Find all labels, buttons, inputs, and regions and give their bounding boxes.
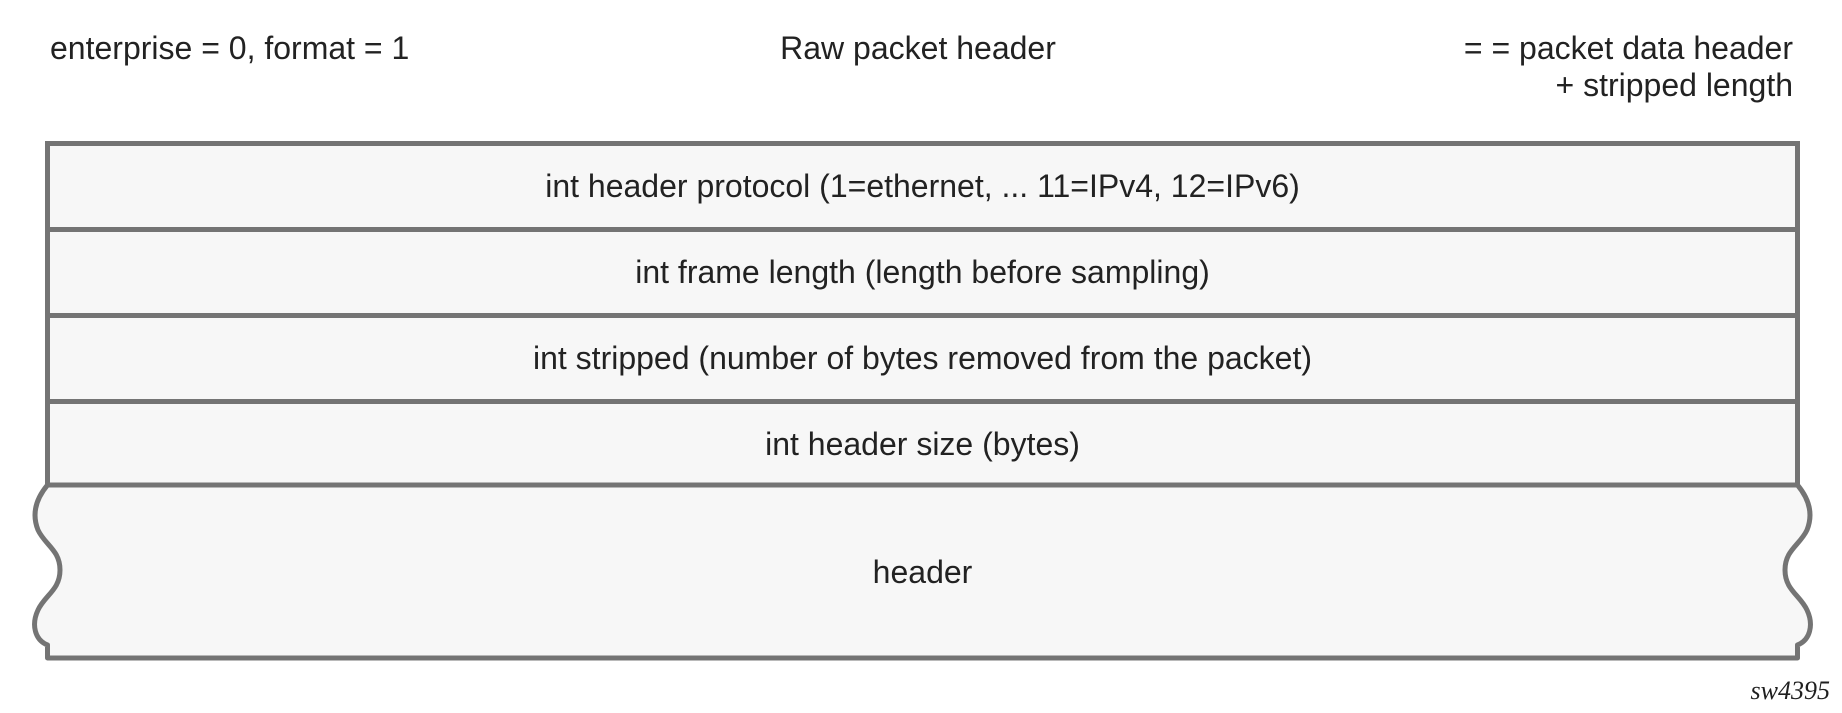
enterprise-format-label: enterprise = 0, format = 1 bbox=[50, 30, 410, 66]
field-label: int header protocol (1=ethernet, ... 11=… bbox=[545, 168, 1300, 204]
field-label: int header size (bytes) bbox=[765, 426, 1080, 462]
equivalence-note-line2: + stripped length bbox=[1555, 67, 1794, 103]
equivalence-note: = = packet data header + stripped length bbox=[1464, 30, 1793, 104]
field-row-frame-length: int frame length (length before sampling… bbox=[50, 227, 1795, 313]
field-row-header-size: int header size (bytes) bbox=[50, 399, 1795, 485]
equivalence-note-line1: = = packet data header bbox=[1463, 30, 1793, 66]
packet-structure-box: int header protocol (1=ethernet, ... 11=… bbox=[45, 141, 1800, 485]
diagram-title: Raw packet header bbox=[780, 30, 1056, 66]
field-row-stripped: int stripped (number of bytes removed fr… bbox=[50, 313, 1795, 399]
field-row-header-protocol: int header protocol (1=ethernet, ... 11=… bbox=[50, 146, 1795, 227]
field-label: int stripped (number of bytes removed fr… bbox=[532, 340, 1312, 376]
figure-id: sw4395 bbox=[1750, 676, 1830, 705]
field-label: int frame length (length before sampling… bbox=[635, 254, 1210, 290]
variable-field-label: header bbox=[872, 554, 973, 590]
